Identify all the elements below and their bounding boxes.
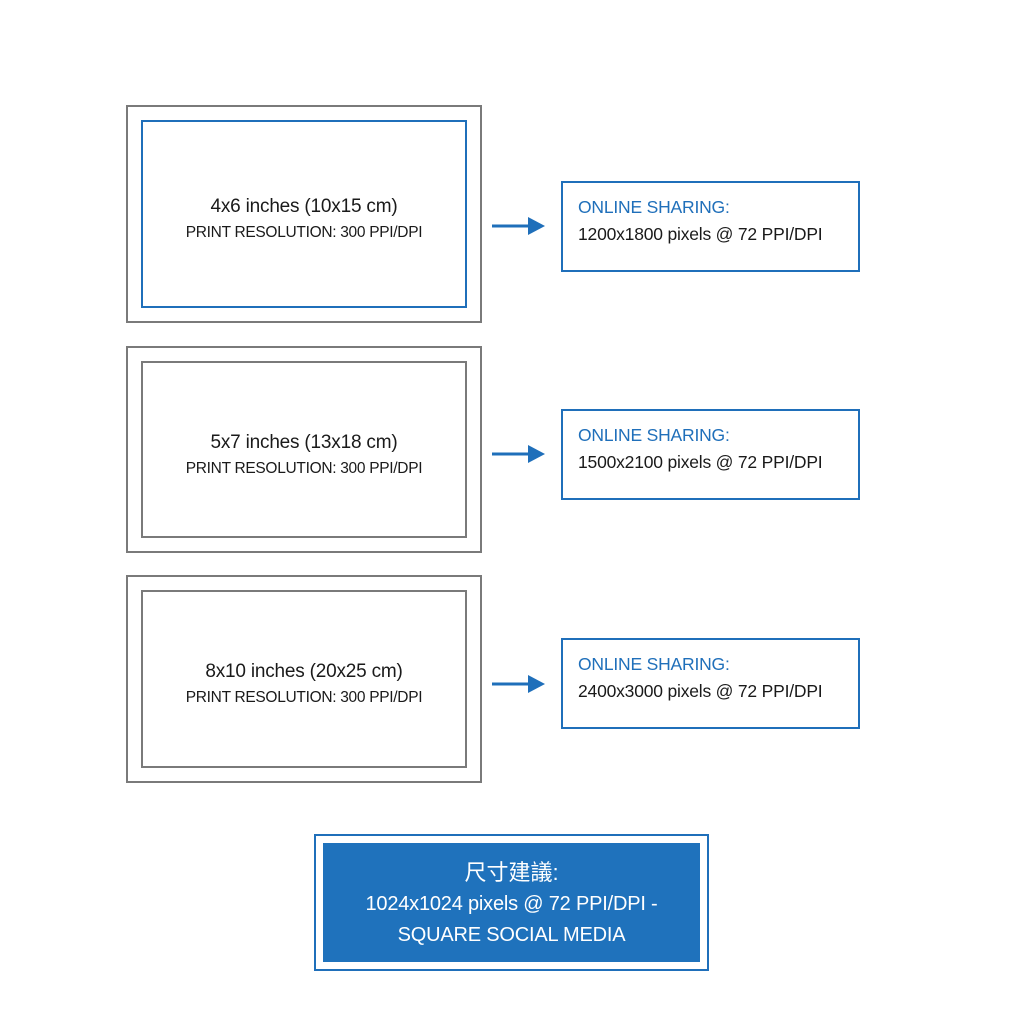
online-sharing-box-4x6: ONLINE SHARING: 1200x1800 pixels @ 72 PP…: [561, 181, 860, 272]
square-size-caption: SQUARE SOCIAL MEDIA: [397, 923, 626, 946]
print-resolution-label: PRINT RESOLUTION: 300 PPI/DPI: [185, 689, 423, 706]
print-resolution-label: PRINT RESOLUTION: 300 PPI/DPI: [185, 459, 423, 477]
square-size-box: 尺寸建議: 1024x1024 pixels @ 72 PPI/DPI - SQ…: [314, 834, 709, 971]
print-frame-4x6: 4x6 inches (10x15 cm) PRINT RESOLUTION: …: [126, 105, 482, 323]
print-size-label: 5x7 inches (13x18 cm): [210, 431, 398, 453]
print-resolution-label: PRINT RESOLUTION: 300 PPI/DPI: [185, 224, 423, 241]
online-sharing-value: 2400x3000 pixels @ 72 PPI/DPI: [578, 681, 823, 701]
online-sharing-value: 1200x1800 pixels @ 72 PPI/DPI: [578, 224, 823, 244]
print-size-label: 4x6 inches (10x15 cm): [210, 196, 398, 217]
online-sharing-box-8x10: ONLINE SHARING: 2400x3000 pixels @ 72 PP…: [561, 638, 860, 729]
online-sharing-box-5x7: ONLINE SHARING: 1500x2100 pixels @ 72 PP…: [561, 409, 860, 500]
print-inner-frame-8x10: 8x10 inches (20x25 cm) PRINT RESOLUTION:…: [141, 590, 467, 768]
arrow-right-icon: [492, 217, 545, 235]
print-size-label: 8x10 inches (20x25 cm): [205, 661, 403, 682]
print-inner-frame-4x6: 4x6 inches (10x15 cm) PRINT RESOLUTION: …: [141, 120, 467, 308]
print-frame-5x7: 5x7 inches (13x18 cm) PRINT RESOLUTION: …: [126, 346, 482, 553]
square-size-panel: 尺寸建議: 1024x1024 pixels @ 72 PPI/DPI - SQ…: [323, 843, 700, 962]
square-size-title: 尺寸建議:: [464, 859, 559, 885]
arrow-right-icon: [492, 445, 545, 463]
arrow-right-icon: [492, 675, 545, 693]
online-sharing-title: ONLINE SHARING:: [578, 654, 730, 674]
print-inner-frame-5x7: 5x7 inches (13x18 cm) PRINT RESOLUTION: …: [141, 361, 467, 538]
print-frame-8x10: 8x10 inches (20x25 cm) PRINT RESOLUTION:…: [126, 575, 482, 783]
square-size-value: 1024x1024 pixels @ 72 PPI/DPI -: [365, 892, 658, 915]
online-sharing-value: 1500x2100 pixels @ 72 PPI/DPI: [578, 452, 823, 472]
online-sharing-title: ONLINE SHARING:: [578, 425, 730, 445]
online-sharing-title: ONLINE SHARING:: [578, 197, 730, 217]
